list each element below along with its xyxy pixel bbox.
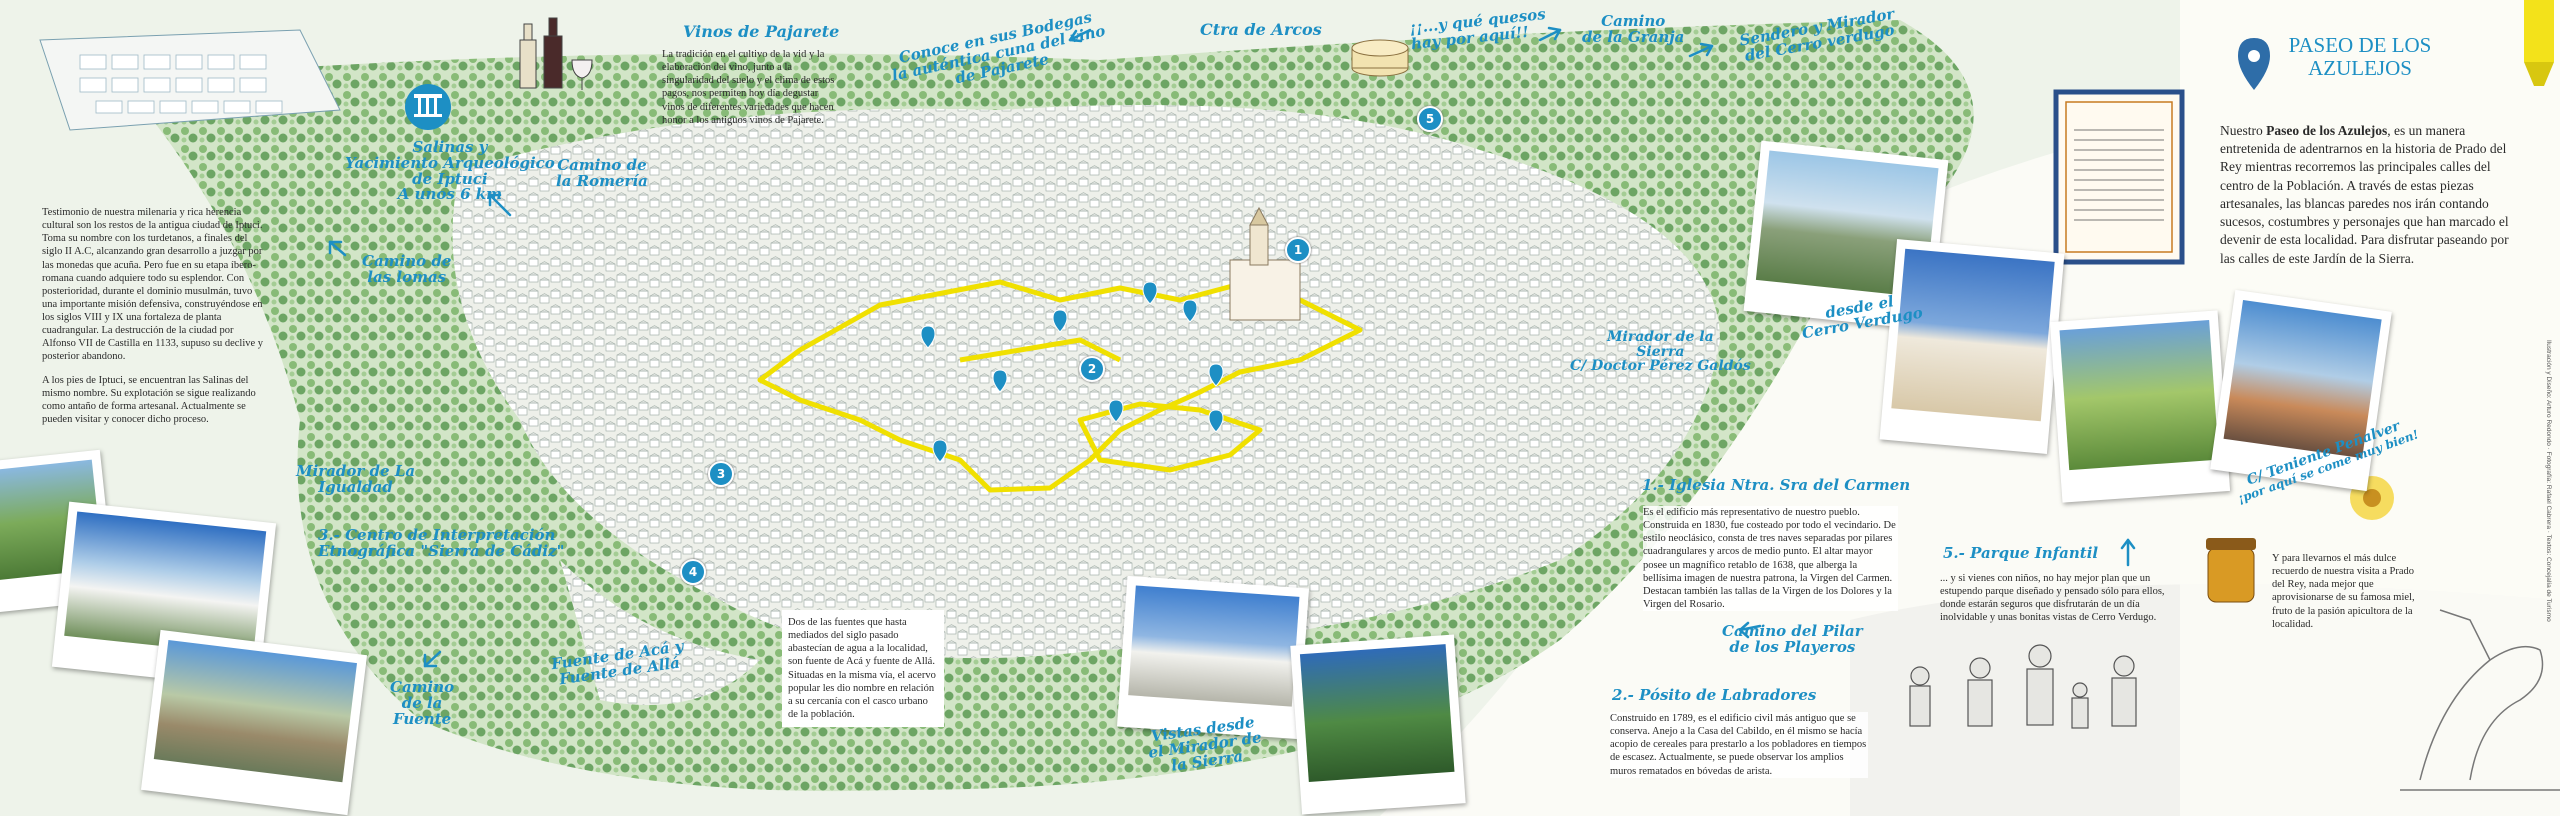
text-iglesia: Es el edificio más representativo de nue… <box>1643 506 1898 611</box>
wine-bottles-illustration <box>519 17 593 90</box>
photo-parque <box>2049 310 2231 503</box>
location-marker-icon <box>2238 38 2270 90</box>
honey-jar-illustration <box>2206 538 2256 603</box>
photo-left-3 <box>140 629 368 816</box>
label-arcos: Ctra de Arcos <box>1200 20 1322 39</box>
pin-1[interactable]: 1 <box>1285 237 1311 263</box>
salinas-illustration <box>39 29 341 131</box>
highlighter-illustration <box>2524 0 2554 86</box>
photo-posito <box>1290 634 1466 815</box>
museum-icon <box>405 84 451 130</box>
text-fuentes: Dos de las fuentes que hasta mediados de… <box>782 610 944 727</box>
intro-text: Nuestro Paseo de los Azulejos, es un man… <box>2220 123 2509 266</box>
label-parque: 5.- Parque Infantil <box>1943 544 2099 562</box>
stork-illustration <box>2400 609 2560 791</box>
photo-vistas-mirador <box>1116 575 1310 740</box>
azulejo-tile-illustration <box>2053 89 2185 265</box>
text-iptuci: Testimonio de nuestra milenaria y rica h… <box>42 207 264 425</box>
text-parque: ... y si vienes con niños, no hay mejor … <box>1940 573 2165 624</box>
label-vinos: Vinos de Pajarete <box>683 22 840 41</box>
text-posito: Construido en 1789, es el edificio civil… <box>1610 712 1868 778</box>
pin-3[interactable]: 3 <box>708 461 734 487</box>
pin-5[interactable]: 5 <box>1417 106 1443 132</box>
photo-cerro-verdugo-2 <box>1879 239 2065 454</box>
family-illustration <box>1909 644 2137 729</box>
church-illustration <box>1229 206 1301 321</box>
pin-4[interactable]: 4 <box>680 559 706 585</box>
credits-text: Ilustración y Diseño: Arturo Redondo · F… <box>2545 340 2552 622</box>
label-iglesia: 1.- Iglesia Ntra. Sra del Carmen <box>1642 476 1911 494</box>
cheese-illustration <box>1351 39 1409 77</box>
label-posito: 2.- Pósito de Labradores <box>1612 686 1817 704</box>
text-vinos: La tradición en el cultivo de la vid y l… <box>662 49 835 126</box>
azulejos-route <box>757 279 1363 493</box>
text-miel: Y para llevarnos el más dulce recuerdo d… <box>2272 553 2415 630</box>
pin-2[interactable]: 2 <box>1079 356 1105 382</box>
